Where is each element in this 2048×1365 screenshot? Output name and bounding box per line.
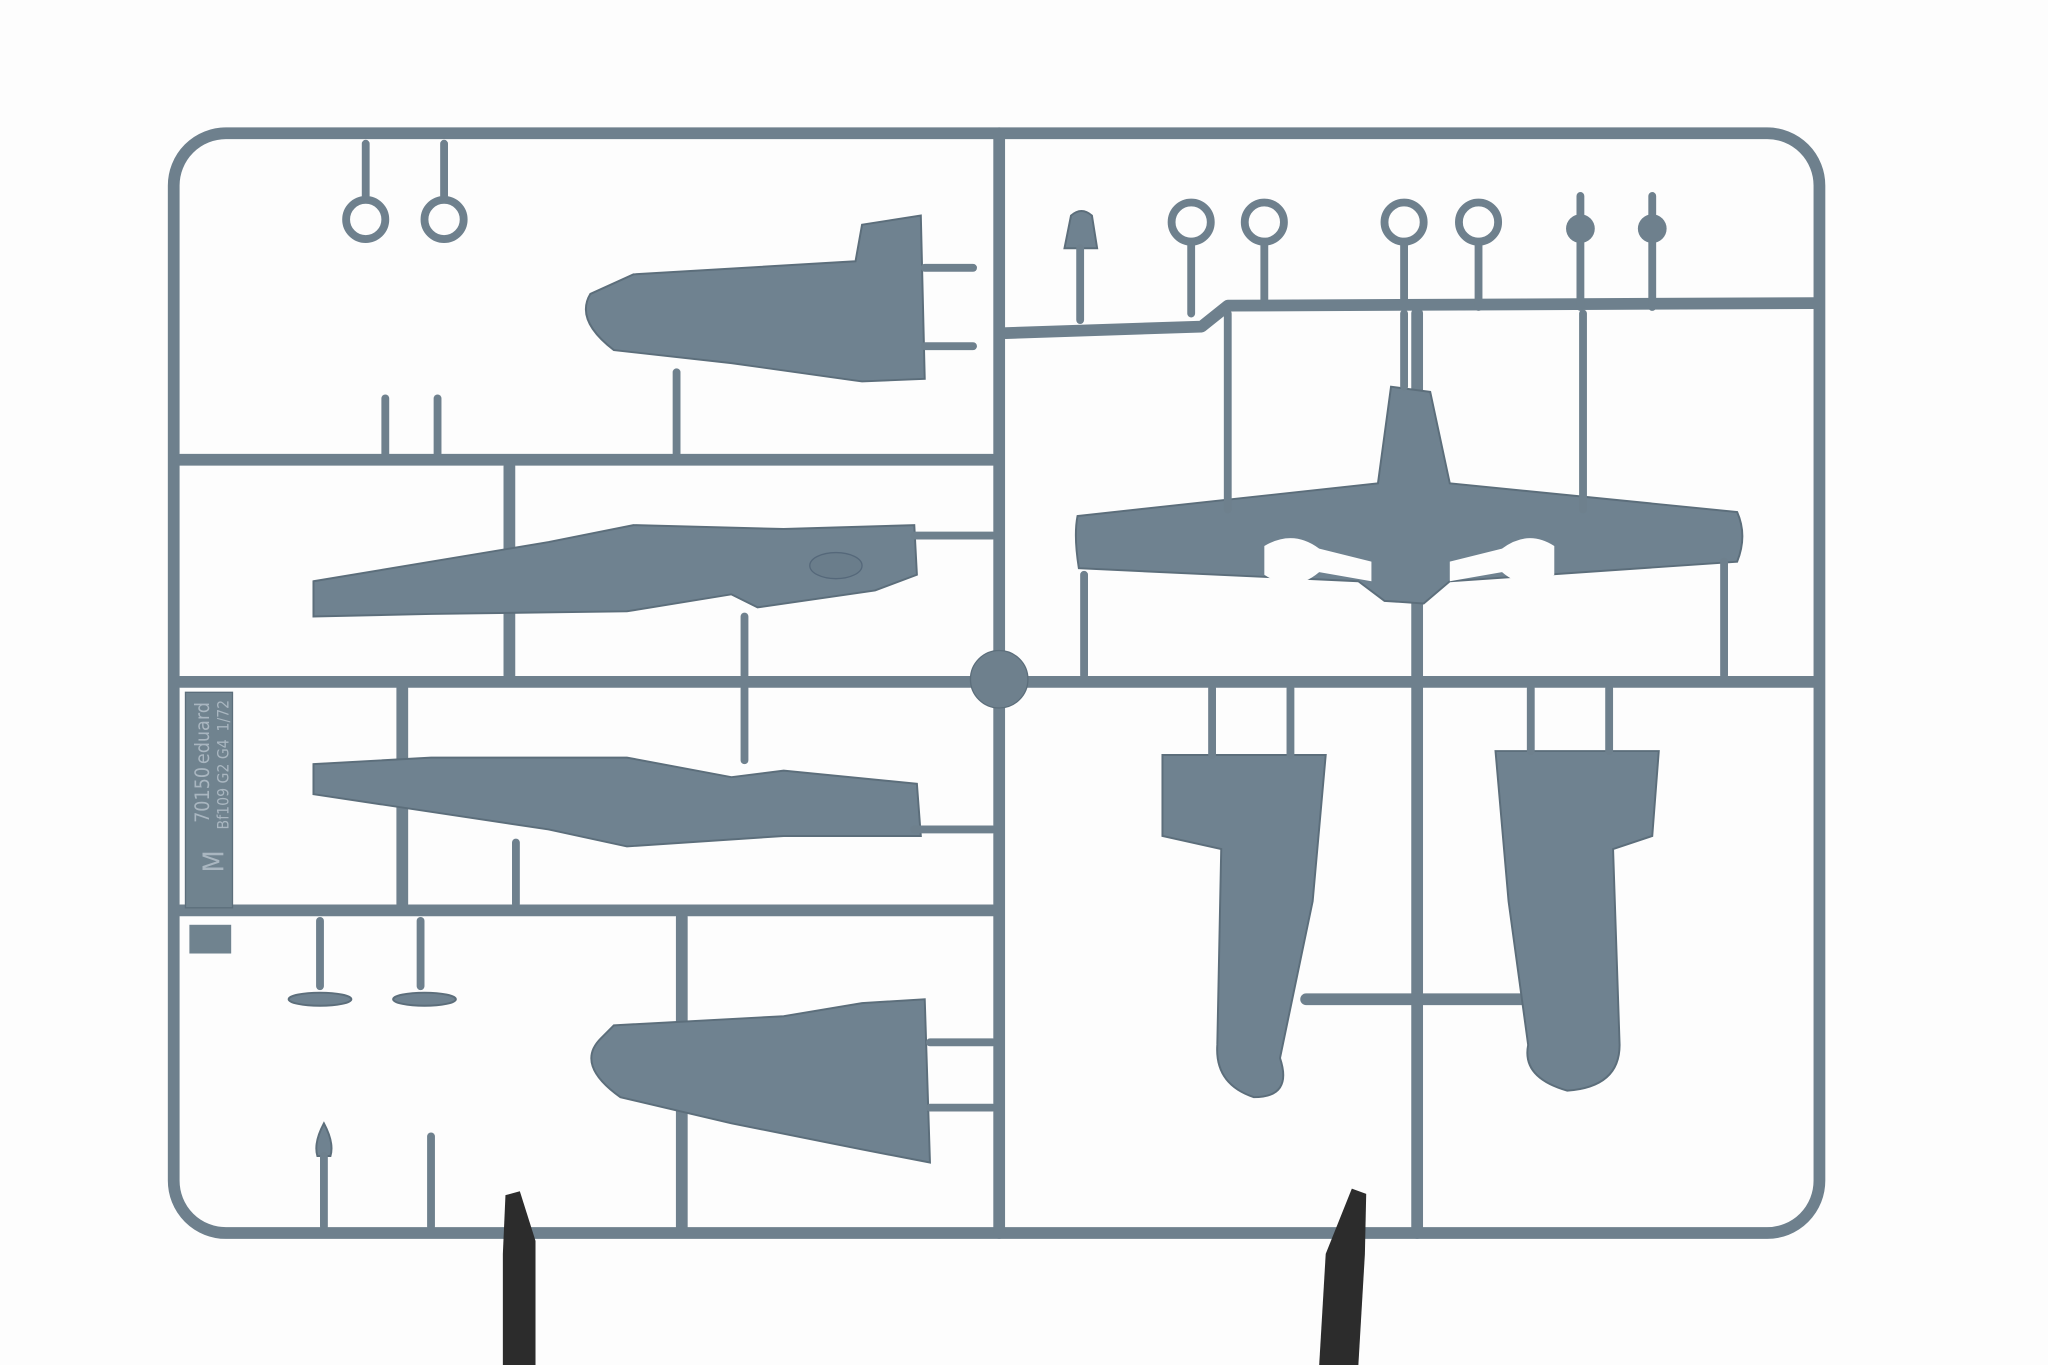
part-upper-wing-right	[1494, 750, 1660, 1092]
brand-name: eduard	[191, 702, 214, 764]
kit-number: 70150	[191, 767, 214, 823]
part-fuselage-right	[312, 756, 922, 848]
part-number-tab	[189, 924, 232, 954]
part-cowling-lower	[590, 998, 931, 1164]
wheel-rings-right	[1063, 192, 1667, 324]
clamp-right	[1319, 1188, 1367, 1365]
part-upper-wing-left	[1161, 754, 1327, 1099]
part-cowling-upper	[585, 214, 926, 383]
sprue-label-plate: M 70150 eduard Bf109 G2 G4 1/72	[184, 691, 234, 909]
wheel-rings	[342, 139, 468, 243]
scale-label: 1/72	[214, 700, 233, 732]
clamp-left	[502, 1191, 536, 1365]
sprue-letter: M	[196, 850, 230, 872]
part-fuselage-left	[312, 524, 918, 618]
sprue-bar	[999, 297, 1822, 339]
sprue-hub	[969, 649, 1029, 709]
small-parts	[287, 394, 457, 1231]
model-name: Bf109 G2 G4	[214, 739, 233, 829]
part-lower-wing	[1074, 385, 1744, 605]
